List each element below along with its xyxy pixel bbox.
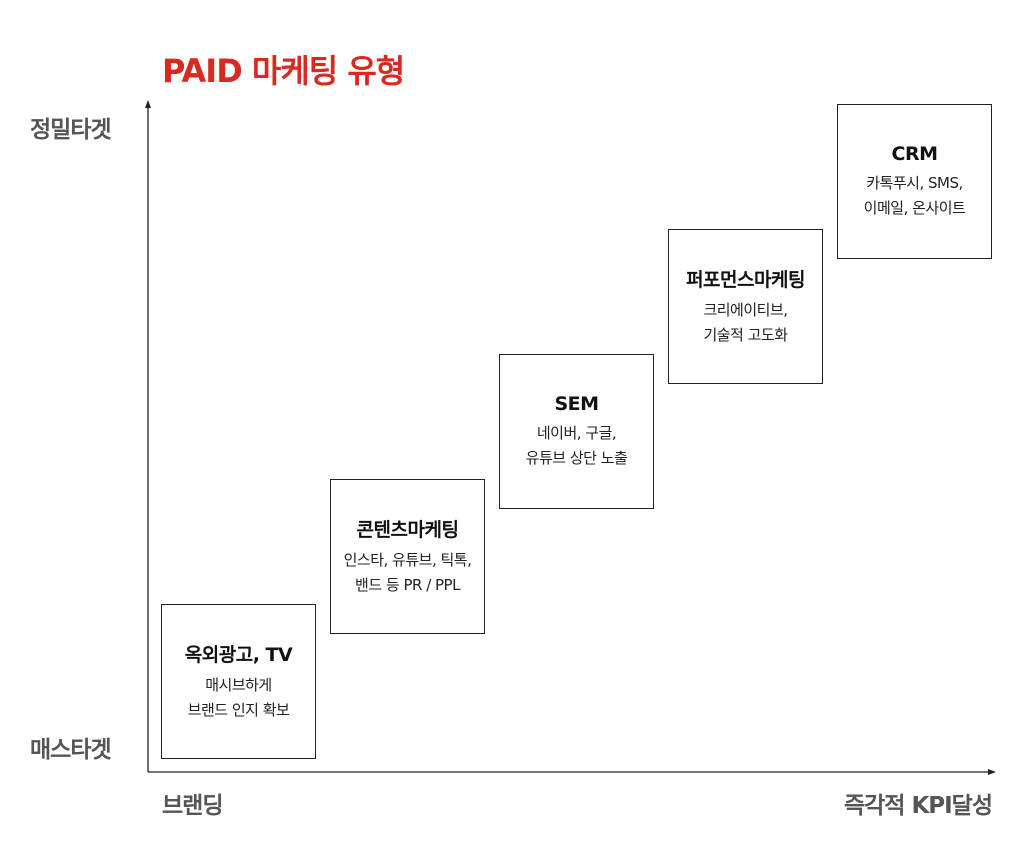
y-axis-top-label: 정밀타겟 bbox=[30, 117, 112, 143]
box-title: CRM bbox=[891, 142, 938, 165]
x-axis-arrow-icon bbox=[988, 769, 996, 775]
box-line: 인스타, 유튜브, 틱톡, bbox=[343, 551, 472, 569]
box-line: 네이버, 구글, bbox=[536, 423, 617, 442]
box-title: 옥외광고, TV bbox=[184, 644, 293, 666]
box-title: 퍼포먼스마케팅 bbox=[686, 269, 805, 291]
y-axis-bottom-label: 매스타겟 bbox=[30, 737, 112, 763]
box-line: 크리에이티브, bbox=[703, 301, 788, 319]
box-line: 밴드 등 PR / PPL bbox=[355, 576, 460, 594]
box-line: 브랜드 인지 확보 bbox=[187, 701, 290, 719]
box-sem: SEM 네이버, 구글, 유튜브 상단 노출 bbox=[499, 354, 654, 509]
box-line: 이메일, 온사이트 bbox=[863, 198, 966, 217]
box-line: 매시브하게 bbox=[205, 676, 272, 694]
box-line: 유튜브 상단 노출 bbox=[525, 448, 628, 467]
box-title: SEM bbox=[554, 392, 599, 415]
x-axis-right-label: 즉각적 KPI달성 bbox=[843, 793, 993, 819]
box-content-marketing: 콘텐츠마케팅 인스타, 유튜브, 틱톡, 밴드 등 PR / PPL bbox=[330, 479, 485, 634]
box-title: 콘텐츠마케팅 bbox=[356, 519, 459, 541]
y-axis-arrow-icon bbox=[145, 100, 151, 108]
diagram-title: PAID 마케팅 유형 bbox=[162, 52, 405, 90]
box-line: 카톡푸시, SMS, bbox=[866, 173, 963, 192]
box-performance-marketing: 퍼포먼스마케팅 크리에이티브, 기술적 고도화 bbox=[668, 229, 823, 384]
x-axis-left-label: 브랜딩 bbox=[162, 793, 223, 819]
box-line: 기술적 고도화 bbox=[703, 326, 788, 344]
box-crm: CRM 카톡푸시, SMS, 이메일, 온사이트 bbox=[837, 104, 992, 259]
box-outdoor-tv: 옥외광고, TV 매시브하게 브랜드 인지 확보 bbox=[161, 604, 316, 759]
